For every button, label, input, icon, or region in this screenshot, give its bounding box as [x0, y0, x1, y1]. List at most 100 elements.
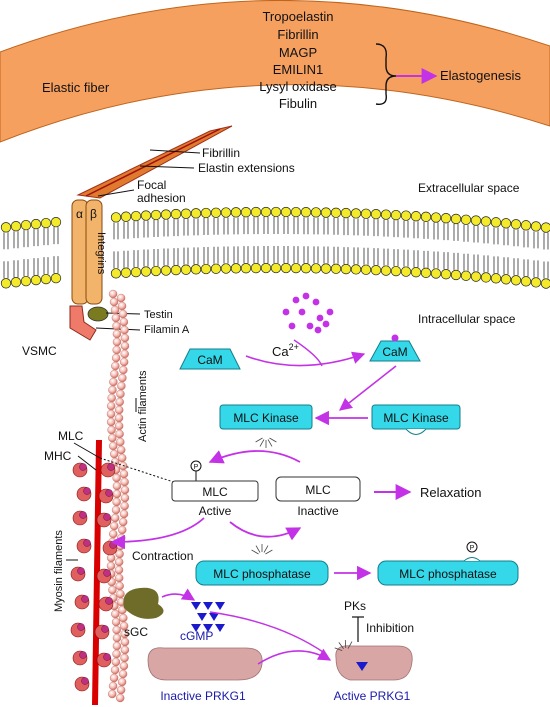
actin-bead [114, 405, 124, 415]
myosin-light-chain [79, 511, 87, 519]
mlc-phosphatase-active-box [195, 560, 329, 586]
intracellular-label: Intracellular space [418, 312, 516, 326]
phospho-p-label: P [194, 464, 199, 471]
actin-bead [116, 541, 125, 551]
actin-bead [116, 685, 126, 695]
actin-bead [120, 485, 130, 495]
mlc-active-label: Active [199, 504, 232, 518]
actin-bead [110, 665, 120, 675]
lipid-head [210, 263, 222, 274]
actin-bead [118, 453, 127, 463]
actin-bead [112, 473, 121, 483]
cam2-calcium-dot [391, 334, 399, 342]
myosin-light-chain [77, 623, 85, 631]
mlc-kinase-inactive-label: MLC Kinase [383, 411, 449, 425]
myosin-light-chain [79, 651, 87, 659]
lipid-head [20, 219, 32, 231]
lipid-head [110, 268, 122, 279]
lipid-head [430, 212, 442, 223]
lipid-head [140, 210, 152, 221]
lipid-head [460, 270, 472, 281]
cgmp-molecules [191, 602, 225, 632]
prkg-ray [338, 642, 344, 650]
phosphatase-p-circle [466, 541, 478, 553]
lipid-head [230, 207, 242, 218]
lipid-head [400, 210, 412, 221]
dephosphorylation-arrow [229, 521, 302, 541]
lipid-head [470, 215, 482, 226]
actin-bead [119, 661, 129, 671]
lipid-head [470, 271, 482, 282]
actin-bead [110, 513, 120, 523]
actin-bead [116, 437, 125, 447]
lipid-head [10, 221, 22, 232]
integrins-label: Integrins [95, 232, 107, 275]
lipid-head [180, 208, 192, 219]
actin-bead [109, 297, 119, 307]
lipid-head [400, 266, 412, 277]
lipid-head [440, 269, 452, 280]
actin-bead [106, 417, 116, 427]
lipid-head [30, 274, 42, 286]
lipid-head [240, 207, 252, 218]
actin-bead [115, 397, 124, 407]
prkg-activation-arrow [257, 648, 332, 665]
actin-bead [106, 409, 116, 419]
actin-label: Actin filaments [137, 370, 149, 442]
actin-bead [111, 361, 120, 371]
testin-shape [87, 306, 109, 322]
lipid-head [280, 262, 292, 274]
actin-bead [114, 573, 124, 583]
lipid-head [390, 209, 402, 221]
lipid-head [480, 272, 492, 283]
actin-bead [111, 657, 121, 667]
actin-bead [108, 689, 117, 699]
myosin-light-chain [103, 653, 111, 661]
lipid-head [540, 222, 550, 233]
lipid-head [420, 267, 432, 278]
actin-bead [120, 349, 129, 359]
lipid-head [240, 263, 252, 274]
actin-bead [119, 365, 128, 375]
actin-bead [120, 501, 129, 511]
lipid-head [170, 264, 182, 276]
actin-bead [112, 641, 122, 651]
actin-bead [120, 325, 129, 335]
lipid-head [280, 206, 292, 218]
actin-bead [114, 557, 124, 567]
lipid-head [170, 208, 182, 220]
actin-bead [116, 389, 125, 399]
lipid-head [120, 267, 132, 278]
beta-symbol: β [90, 207, 97, 221]
phosphatase-ray [255, 545, 261, 553]
mlc-inactive-box [275, 476, 361, 502]
kinase-ray [267, 439, 273, 447]
fibrillin-pointer [149, 149, 201, 154]
lipid-head [120, 211, 132, 222]
phosphatase-ray [251, 549, 259, 555]
actin-bead [117, 301, 127, 311]
lipid-head [520, 220, 532, 231]
contraction-arrow [110, 517, 205, 550]
lipid-head [130, 266, 142, 278]
lipid-head [350, 264, 362, 275]
phosphatase-ray [265, 549, 273, 555]
elastic-fiber-label: Elastic fiber [42, 80, 110, 95]
myosin-light-chain [79, 463, 87, 471]
fiber-strand-line [85, 128, 221, 197]
cgmp-label: cGMP [180, 629, 213, 643]
lipid-head [220, 207, 232, 218]
lipid-head [150, 209, 162, 221]
lipid-head [270, 262, 282, 274]
myosin-light-chain [81, 677, 89, 685]
calcium-ion [316, 314, 324, 322]
lipid-head [430, 268, 442, 279]
actin-bead [109, 673, 119, 683]
lipid-head [370, 265, 382, 276]
actin-bead [119, 613, 128, 623]
calcium-ion [302, 292, 310, 300]
actin-bead [112, 633, 122, 643]
mlc-phosphatase-active-label: MLC phosphatase [213, 567, 311, 581]
cam2-shape [369, 340, 421, 362]
